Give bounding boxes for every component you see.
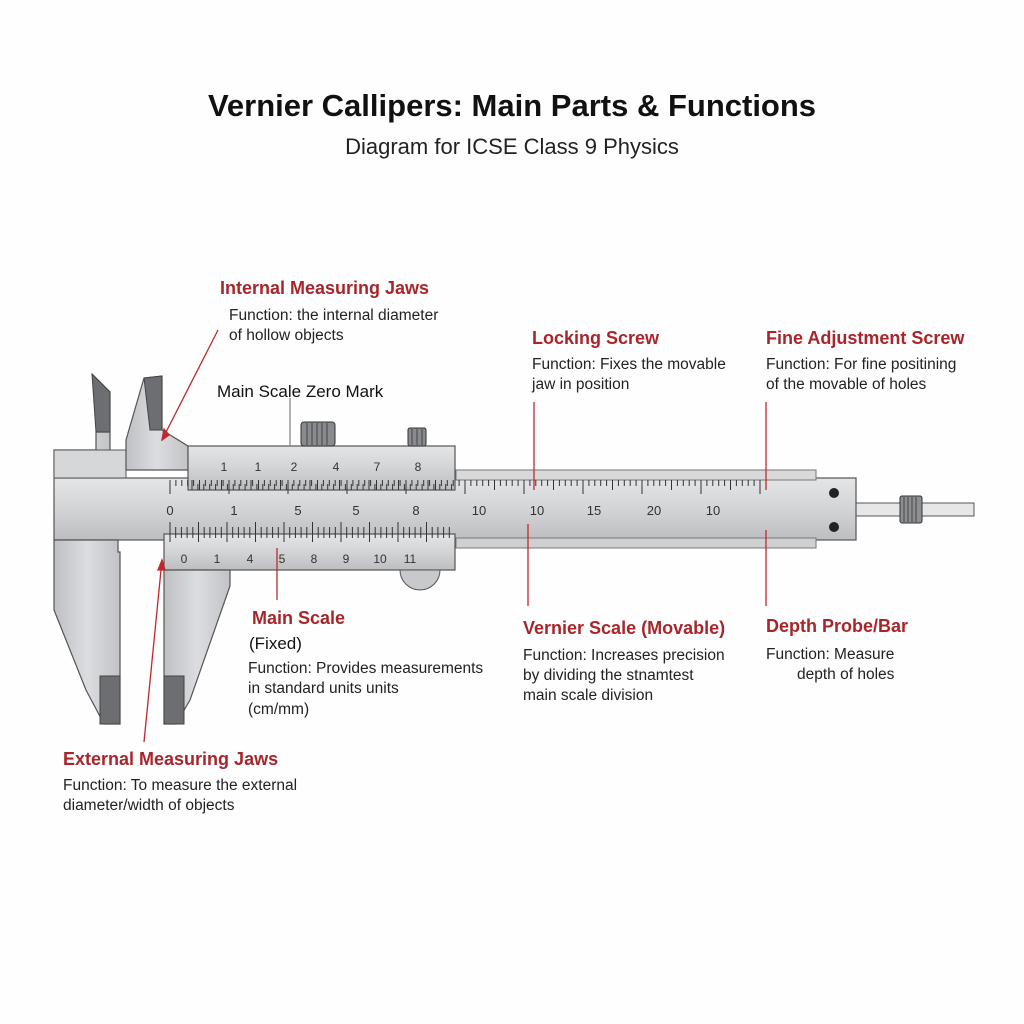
fine-adjust-function-line2: of the movable of holes (766, 376, 927, 393)
internal-jaws-label: Internal Measuring Jaws (220, 278, 430, 298)
locking-screw (300, 421, 336, 447)
page-subtitle: Diagram for ICSE Class 9 Physics (345, 134, 679, 159)
main-scale-number: 10 (706, 503, 720, 518)
external-jaws-function-line2: diameter/width of objects (63, 797, 235, 814)
depth-probe-function-line1: Function: Measure (766, 646, 895, 663)
upper-vernier-number: 1 (255, 460, 262, 474)
main-scale-number: 5 (294, 503, 301, 518)
lower-vernier-numbers: 0 1 4 5 8 9 10 11 (181, 552, 417, 566)
upper-vernier-number: 7 (374, 460, 381, 474)
main-scale-number: 20 (647, 503, 661, 518)
thumb-wheel (399, 569, 441, 591)
leader-lines (143, 329, 767, 743)
zero-mark-label: Main Scale Zero Mark (217, 382, 384, 401)
upper-vernier-number: 8 (415, 460, 422, 474)
fine-adjust-label: Fine Adjustment Screw (766, 328, 965, 348)
main-scale-number: 8 (412, 503, 419, 518)
lower-vernier-number: 11 (404, 552, 417, 566)
lower-vernier-number: 0 (181, 552, 188, 566)
scale-ticks (169, 480, 761, 542)
lower-vernier-number: 8 (311, 552, 318, 566)
internal-jaws-function-line2: of hollow objects (229, 327, 344, 344)
upper-vernier-number: 4 (333, 460, 340, 474)
main-scale-number: 1 (230, 503, 237, 518)
vernier-scale-function-line1: Function: Increases precision (523, 647, 725, 664)
main-scale-label: Main Scale (252, 608, 346, 628)
main-scale-function-line1: Function: Provides measurements (248, 660, 484, 677)
lower-vernier-number: 9 (343, 552, 350, 566)
upper-vernier-plate (187, 445, 456, 491)
main-scale-function-line3: (cm/mm) (248, 701, 310, 718)
main-scale-number: 10 (530, 503, 544, 518)
vernier-scale-function-line3: main scale division (523, 687, 654, 704)
main-scale-number: 0 (166, 503, 173, 518)
external-jaws-function-line1: Function: To measure the external (63, 777, 298, 794)
small-screw (407, 427, 427, 447)
locking-screw-function-line1: Function: Fixes the movable (532, 356, 726, 373)
lower-vernier-plate (163, 533, 456, 571)
vernier-scale-label: Vernier Scale (Movable) (523, 618, 726, 638)
lower-vernier-number: 1 (214, 552, 221, 566)
main-scale-number: 15 (587, 503, 601, 518)
page-title: Vernier Callipers: Main Parts & Function… (207, 88, 817, 123)
fine-adjust-knob (899, 495, 923, 524)
external-jaws-label: External Measuring Jaws (63, 749, 279, 769)
upper-vernier-numbers: 1 1 2 4 7 8 (221, 460, 422, 474)
vernier-scale-function-line2: by dividing the stnamtest (523, 667, 694, 684)
main-scale-note: (Fixed) (249, 634, 302, 653)
depth-probe-label: Depth Probe/Bar (766, 616, 909, 636)
fine-adjust-function-line1: Function: For fine positining (766, 356, 957, 373)
locking-screw-function-line2: jaw in position (532, 376, 630, 393)
main-scale-numbers: 0 1 5 5 8 10 10 15 20 10 (166, 503, 720, 518)
lower-vernier-number: 4 (247, 552, 254, 566)
lower-vernier-number: 5 (279, 552, 286, 566)
lower-vernier-number: 10 (373, 552, 387, 566)
depth-probe-function-line2: depth of holes (797, 666, 895, 683)
main-scale-number: 10 (472, 503, 486, 518)
main-scale-number: 5 (352, 503, 359, 518)
upper-vernier-number: 1 (221, 460, 228, 474)
leader-internal-jaws (161, 329, 219, 441)
main-scale-function-line2: in standard units units (248, 680, 399, 697)
upper-vernier-number: 2 (291, 460, 298, 474)
locking-screw-label: Locking Screw (532, 328, 660, 348)
internal-jaws-function-line1: Function: the internal diameter (229, 307, 439, 324)
leader-external-jaws (143, 559, 163, 743)
